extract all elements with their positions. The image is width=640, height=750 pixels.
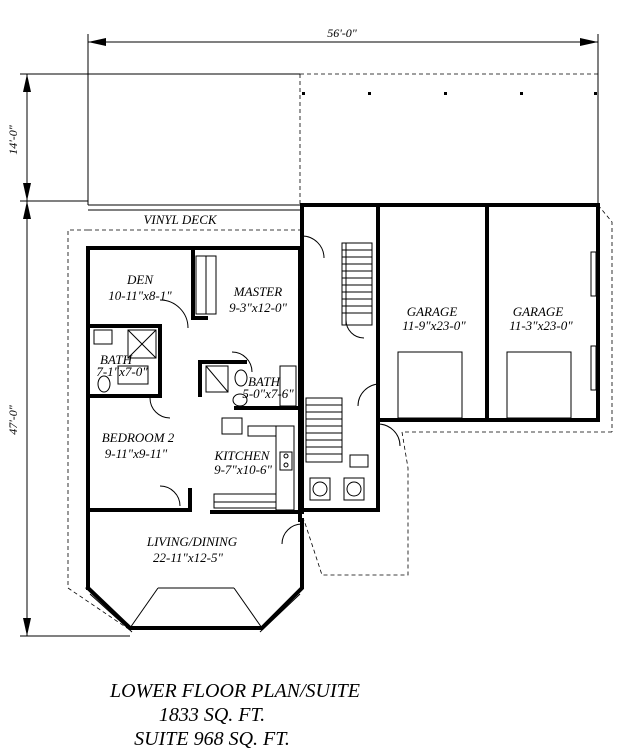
bath1-size: 7-1"x7-0" [96,364,148,379]
deck-label: VINYL DECK [143,212,217,227]
vinyl-deck: VINYL DECK [67,204,300,631]
left-depth-dimensions: 14'-0" 47'-0" [6,73,300,637]
bedroom2-name: BEDROOM 2 [102,430,175,445]
caption-suite-area: SUITE 968 SQ. FT. [134,728,290,750]
range-fixture [279,451,293,471]
fixtures [93,329,369,511]
bath2-name: BATH [248,374,281,389]
toilet-fixture [97,375,111,393]
kitchen-size: 9-7"x10-6" [214,462,272,477]
plan-caption: LOWER FLOOR PLAN/SUITE 1833 SQ. FT. SUIT… [109,680,360,750]
toilet-fixture-2 [234,369,248,387]
garage1-size: 11-9"x23-0" [402,318,466,333]
master-name: MASTER [233,284,282,299]
den-name: DEN [126,272,154,287]
caption-title: LOWER FLOOR PLAN/SUITE [109,680,360,702]
garage2-size: 11-3"x23-0" [509,318,573,333]
garage-upper-dashed-area [299,73,599,205]
sink-fixture [117,365,149,385]
vanity-fixture [93,329,113,345]
overall-width-dimension: 56'-0" [87,26,599,205]
overall-width-label: 56'-0" [327,26,358,40]
den-size: 10-11"x8-1" [108,288,172,303]
upper-depth-label: 14'-0" [6,124,20,155]
living-name: LIVING/DINING [146,534,238,549]
bedroom2-size: 9-11"x9-11" [105,446,168,461]
kitchen-name: KITCHEN [214,448,271,463]
room-labels: DEN 10-11"x8-1" MASTER 9-3"x12-0" BATH 7… [96,272,573,565]
bath2-size: 5-0"x7-6" [242,386,294,401]
kitchen-sink-counter [221,417,243,435]
garage-doors [397,251,597,419]
interior-walls [86,246,304,514]
master-size: 9-3"x12-0" [229,300,287,315]
garage-dashed-outline [303,204,613,576]
laundry-sink [349,454,369,468]
tub-fixture [279,365,297,407]
living-size: 22-11"x12-5" [153,550,223,565]
garage2-name: GARAGE [513,304,564,319]
bath1-name: BATH [100,352,133,367]
door-swings [149,235,401,545]
caption-total-area: 1833 SQ. FT. [159,704,265,726]
stairs [305,242,373,463]
kitchen-lower-counter [213,493,277,509]
garage1-name: GARAGE [407,304,458,319]
sink-fixture-2 [232,393,248,407]
main-depth-label: 47'-0" [6,404,20,435]
